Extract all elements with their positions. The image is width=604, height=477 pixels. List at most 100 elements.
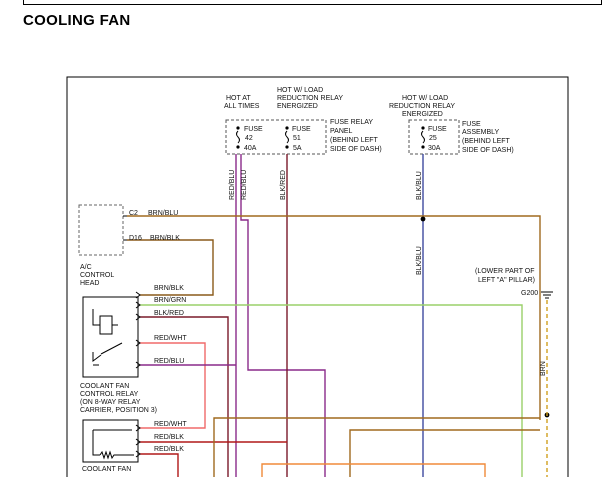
ac-control-head-pins bbox=[123, 215, 127, 241]
wire-label-blk-blu-1: BLK/BLU bbox=[416, 171, 423, 200]
control-relay-wire-red-blu: RED/BLU bbox=[154, 358, 184, 365]
fuse-assembly: HOT W/ LOAD REDUCTION RELAY ENERGIZED FU… bbox=[389, 95, 514, 155]
fuse-25-label: FUSE bbox=[428, 126, 447, 133]
series-relay-wire-red-wht: RED/WHT bbox=[154, 421, 187, 428]
ground-icon bbox=[541, 291, 553, 299]
control-relay-label-2: CONTROL RELAY bbox=[80, 391, 139, 398]
control-relay-label-4: CARRIER, POSITION 3) bbox=[80, 407, 157, 414]
fuse-51-power-line-2: REDUCTION RELAY bbox=[277, 95, 343, 102]
fuse-assembly-line-3: (BEHIND LEFT bbox=[462, 138, 511, 145]
relay-connectors bbox=[135, 291, 141, 369]
fuse-51-rating: 5A bbox=[293, 145, 302, 152]
wire-brn-lower-run-2 bbox=[349, 429, 540, 477]
fuse-25-terminal-bottom bbox=[421, 145, 425, 149]
control-relay-wire-blk-red: BLK/RED bbox=[154, 310, 184, 317]
fuse-25-power-line-2: REDUCTION RELAY bbox=[389, 103, 455, 110]
ac-control-head-label-3: HEAD bbox=[80, 280, 99, 287]
fuse-relay-panel-line-3: (BEHIND LEFT bbox=[330, 137, 379, 144]
diagram-border bbox=[66, 76, 569, 477]
fuse-42-power-line-2: ALL TIMES bbox=[224, 103, 260, 110]
ac-wire-brn-blu: BRN/BLU bbox=[148, 210, 178, 217]
wire-label-blk-blu-2: BLK/BLU bbox=[416, 246, 423, 275]
wire-red-blk-lower bbox=[140, 453, 179, 477]
ac-control-head-label-2: CONTROL bbox=[80, 272, 114, 279]
fuse-assembly-box bbox=[408, 119, 460, 155]
fuse-25-power-line-1: HOT W/ LOAD bbox=[402, 95, 448, 102]
fuse-51-element bbox=[285, 130, 289, 144]
fuse-42-number: 42 bbox=[245, 135, 253, 142]
wire-blk-red-relay bbox=[140, 316, 229, 477]
wire-orange-run bbox=[261, 463, 486, 477]
fuse-25-power-line-3: ENERGIZED bbox=[402, 111, 443, 118]
wire-label-red-blu-1: RED/BLU bbox=[229, 170, 236, 200]
ac-control-head-box bbox=[78, 204, 124, 256]
fuse-25-element bbox=[421, 130, 425, 144]
control-relay-label-3: (ON 8-WAY RELAY bbox=[80, 399, 141, 406]
control-relay-wire-brn-blk: BRN/BLK bbox=[154, 285, 184, 292]
wire-brn-grn bbox=[140, 304, 523, 477]
coolant-fan-control-relay: BRN/BLK BRN/GRN BLK/RED RED/WHT RED/BLU … bbox=[80, 285, 187, 414]
fuse-assembly-line-1: FUSE bbox=[462, 121, 481, 128]
fuse-relay-panel: HOT AT ALL TIMES HOT W/ LOAD REDUCTION R… bbox=[224, 87, 382, 155]
control-relay-wire-brn-grn: BRN/GRN bbox=[154, 297, 186, 304]
fuse-51-terminal-bottom bbox=[285, 145, 289, 149]
fuse-42-terminal-bottom bbox=[236, 145, 240, 149]
relay-switch-contact bbox=[100, 342, 123, 355]
series-relay-box bbox=[82, 419, 139, 463]
fuse-42-element bbox=[236, 130, 240, 144]
ac-control-head-label-1: A/C bbox=[80, 264, 92, 271]
vertical-wire-labels: RED/BLU RED/BLU BLK/RED BLK/BLU BLK/BLU … bbox=[229, 170, 547, 376]
fuse-51-terminal-top bbox=[285, 126, 289, 130]
control-relay-wire-red-wht: RED/WHT bbox=[154, 335, 187, 342]
ground-id: G200 bbox=[521, 290, 538, 297]
fuse-51-label: FUSE bbox=[292, 126, 311, 133]
wire-brn-lower-run bbox=[213, 417, 540, 477]
fuse-51-power-line-3: ENERGIZED bbox=[277, 103, 318, 110]
series-relay-connectors bbox=[135, 424, 141, 458]
ac-control-head: C2 BRN/BLU D16 BRN/BLK A/C CONTROL HEAD bbox=[78, 204, 180, 287]
wire-red-blu-fuse42-right bbox=[240, 154, 326, 477]
fuse-42-terminal-top bbox=[236, 126, 240, 130]
fuse-relay-panel-box bbox=[225, 119, 327, 155]
wire-red-wht-relay bbox=[140, 342, 206, 429]
fuse-42-label: FUSE bbox=[244, 126, 263, 133]
fuse-assembly-line-4: SIDE OF DASH) bbox=[462, 147, 514, 154]
ground-location-line-2: LEFT "A" PILLAR) bbox=[478, 277, 535, 284]
fuse-51-power-line-1: HOT W/ LOAD bbox=[277, 87, 323, 94]
wire-label-brn: BRN bbox=[540, 361, 547, 376]
fuse-42-power-line-1: HOT AT bbox=[226, 95, 251, 102]
series-relay-label-1: COOLANT FAN bbox=[82, 466, 131, 473]
splice-blk-blu bbox=[420, 216, 426, 222]
fuse-25-number: 25 bbox=[429, 135, 437, 142]
ground-location-line-1: (LOWER PART OF bbox=[475, 268, 535, 275]
relay-coil-lead bbox=[92, 309, 100, 326]
ac-wire-brn-blk: BRN/BLK bbox=[150, 235, 180, 242]
series-relay-wire-red-blk-2: RED/BLK bbox=[154, 446, 184, 453]
series-relay-lead bbox=[92, 430, 100, 456]
wire-label-red-blu-2: RED/BLU bbox=[241, 170, 248, 200]
wire-brn-blu-c2 bbox=[127, 215, 541, 420]
series-relay-resistor bbox=[99, 450, 134, 460]
fuse-51-number: 51 bbox=[293, 135, 301, 142]
wires bbox=[127, 154, 541, 477]
relay-switch-arm bbox=[92, 352, 102, 362]
wire-brn-blk-d16 bbox=[127, 239, 214, 296]
wire-label-blk-red: BLK/RED bbox=[280, 170, 287, 200]
control-relay-label-1: COOLANT FAN bbox=[80, 383, 129, 390]
coolant-fan-series-relay: RED/WHT RED/BLK RED/BLK COOLANT FAN bbox=[82, 419, 187, 473]
fuse-relay-panel-line-1: FUSE RELAY bbox=[330, 119, 373, 126]
fuse-assembly-line-2: ASSEMBLY bbox=[462, 129, 500, 136]
fuse-25-rating: 30A bbox=[428, 145, 441, 152]
ac-pin-c2: C2 bbox=[129, 210, 138, 217]
relay-coil bbox=[99, 315, 113, 335]
page-title: COOLING FAN bbox=[23, 12, 131, 29]
series-relay-wire-red-blk-1: RED/BLK bbox=[154, 434, 184, 441]
fuse-relay-panel-line-2: PANEL bbox=[330, 128, 353, 135]
control-relay-box bbox=[82, 296, 139, 378]
fuse-42-rating: 40A bbox=[244, 145, 257, 152]
header-frame bbox=[23, 0, 602, 5]
ac-pin-d16: D16 bbox=[129, 235, 142, 242]
fuse-25-terminal-top bbox=[421, 126, 425, 130]
ground-g200: (LOWER PART OF LEFT "A" PILLAR) G200 bbox=[475, 268, 553, 477]
